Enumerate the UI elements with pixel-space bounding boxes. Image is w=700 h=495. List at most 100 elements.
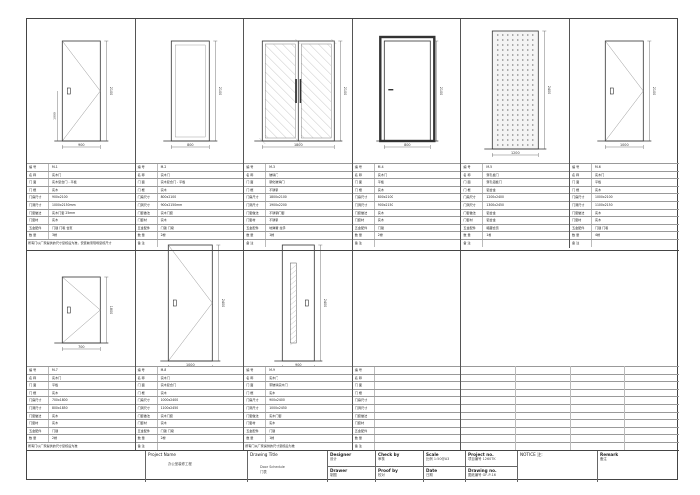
perforation-dot (502, 114, 504, 116)
spec-label: 名 称 (136, 374, 158, 382)
perforation-dot (522, 114, 524, 116)
spec-row-hardware: 五金配件门锁 (27, 426, 135, 435)
spec-row-frame: 门 框实木 (27, 185, 135, 194)
spec-value: 1200x2400 (486, 195, 504, 200)
spec-row-casing-mat: 门套材实木 (352, 216, 461, 224)
perforation-dot (527, 144, 529, 146)
door-spec-table: 编 号名 称门 面门 框门扇尺寸门洞尺寸门套做法门套材五金配件数 量备 注 (352, 366, 461, 450)
spec-label: 门套做法 (353, 209, 375, 217)
spec-label: 门套做法 (27, 209, 49, 217)
spec-label: 门洞尺寸 (570, 201, 592, 209)
perforation-dot (497, 59, 499, 61)
perforation-dot (517, 89, 519, 91)
spec-label: 编 号 (27, 367, 49, 374)
perforation-dot (512, 144, 514, 146)
spec-label: 五金配件 (27, 427, 49, 435)
perforation-dot (512, 124, 514, 126)
spec-label: 门套做法 (353, 412, 375, 420)
door-leaf (61, 276, 101, 344)
spec-value: 实木门套 (269, 413, 282, 418)
perforation-dot (527, 69, 529, 71)
spec-value: 900x2150 (377, 202, 394, 207)
drawing-title-cell: Drawing Title Door Schedule 门表 (247, 451, 327, 482)
perforation-dot (512, 89, 514, 91)
spec-label: 门 框 (27, 389, 49, 397)
dim-handle-label: 1000 (52, 112, 56, 120)
spec-row-code: 编 号 (352, 366, 461, 374)
glass-hatch (265, 44, 296, 76)
spec-label: 编 号 (353, 164, 375, 171)
door-leaf (282, 244, 315, 362)
spec-row-frame: 门 框 (352, 388, 461, 397)
perforation-dot (527, 59, 529, 61)
perforation-dot (532, 134, 534, 136)
perforation-dot (522, 79, 524, 81)
spec-value: 不锈钢 (269, 187, 279, 192)
perforation-dot (497, 109, 499, 111)
perforation-dot (507, 99, 509, 101)
spec-row-face: 门 面实木复合门 - 平板 (135, 178, 244, 186)
spec-value: 实木 (269, 390, 276, 395)
perforation-dot (497, 99, 499, 101)
spec-value: 实木 (595, 210, 602, 215)
perforation-dot (497, 89, 499, 91)
spec-row-note: 所有门以厂家提供的尺寸复核后为准 (244, 441, 352, 450)
perforation-dot (527, 74, 529, 76)
project-name: 办公室装修工程 (168, 462, 192, 466)
spec-value: 所有门以厂家提供的尺寸复核后为准，安装前须现场复核尺寸 (28, 240, 112, 245)
perforation-dot (517, 119, 519, 121)
perforation-dot (527, 104, 529, 106)
dim-width-label: 1000 (620, 143, 629, 147)
spec-label: 门 面 (136, 179, 158, 186)
spec-label: 门扇尺寸 (353, 397, 375, 404)
spec-value: 3樘 (52, 233, 58, 238)
spec-value: 所有门以厂家提供的尺寸复核后为准 (28, 443, 78, 448)
glass-strip (290, 262, 297, 344)
glass-hatch (290, 339, 297, 346)
dim-width-label: 1000 (186, 363, 195, 366)
spec-row-face: 门 面平板 (570, 178, 679, 186)
spec-value: 实木 (269, 421, 276, 426)
spec-label: 门洞尺寸 (27, 201, 49, 209)
perforation-dot (517, 134, 519, 136)
spec-label: 名 称 (136, 171, 158, 179)
spec-label: 门 框 (244, 389, 267, 397)
spec-label: 门洞尺寸 (244, 201, 267, 209)
spec-label: 数 量 (27, 232, 49, 239)
perforation-dot (497, 114, 499, 116)
spec-label: 门套材 (570, 217, 592, 224)
perforation-dot (527, 139, 529, 141)
perforation-dot (532, 64, 534, 66)
spec-label: 备 注 (353, 239, 375, 247)
perforation-dot (512, 49, 514, 51)
glass-hatch (265, 134, 269, 139)
perforation-dot (512, 79, 514, 81)
spec-row-qty: 数 量 (352, 434, 461, 442)
perforation-dot (522, 134, 524, 136)
glass-hatch (265, 107, 296, 139)
door-handle (172, 299, 177, 307)
perforation-dot (532, 124, 534, 126)
perforation-dot (497, 79, 499, 81)
swing-line (605, 40, 644, 142)
spec-label: 门 面 (461, 179, 484, 186)
spec-label: 五金配件 (136, 224, 158, 232)
spec-row-name: 名 称 (352, 373, 461, 382)
spec-row-frame: 门 框实木 (570, 185, 679, 194)
dim-height-label: 2400 (547, 86, 551, 95)
perforation-dot (502, 119, 504, 121)
